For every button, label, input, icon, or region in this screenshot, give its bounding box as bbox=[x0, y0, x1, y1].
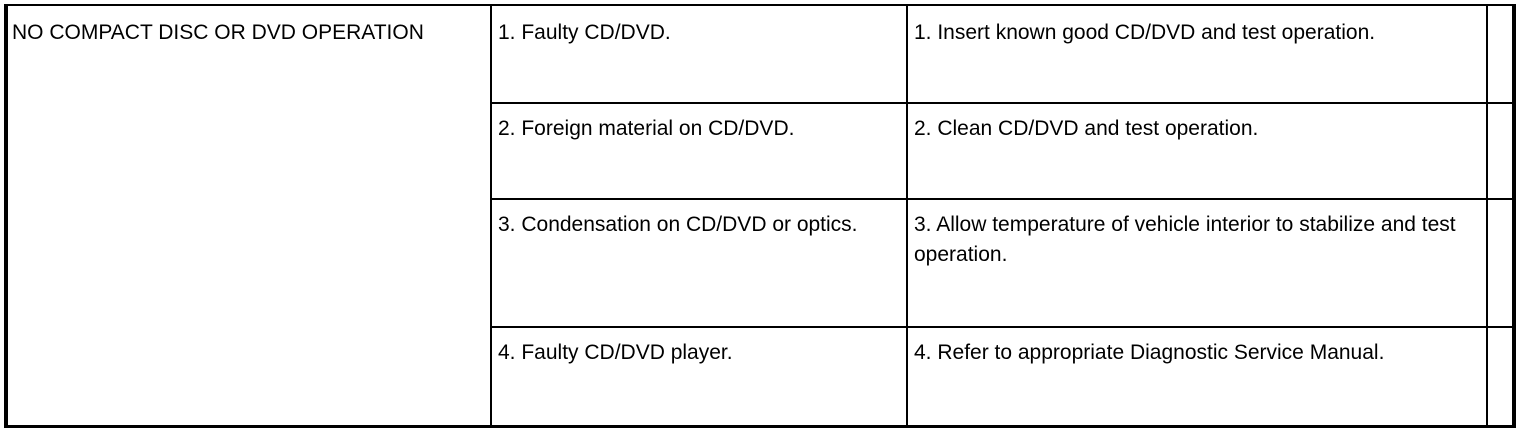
fix-cell-4: 4. Refer to appropriate Diagnostic Servi… bbox=[914, 341, 1385, 364]
cause-cell-2: 2. Foreign material on CD/DVD. bbox=[498, 117, 795, 140]
fix-cell-1: 1. Insert known good CD/DVD and test ope… bbox=[914, 21, 1376, 44]
column-divider-cause bbox=[906, 6, 908, 425]
row-divider-3 bbox=[490, 326, 1512, 328]
fix-cell-3: 3. Allow temperature of vehicle interior… bbox=[914, 213, 1456, 266]
row-divider-1 bbox=[490, 102, 1512, 104]
diagnostic-table: NO COMPACT DISC OR DVD OPERATION 1. Faul… bbox=[4, 4, 1516, 428]
row-divider-2 bbox=[490, 198, 1512, 200]
cause-cell-1: 1. Faulty CD/DVD. bbox=[498, 21, 671, 44]
column-divider-fix bbox=[1486, 6, 1488, 425]
fix-cell-2: 2. Clean CD/DVD and test operation. bbox=[914, 117, 1259, 140]
symptom-cell: NO COMPACT DISC OR DVD OPERATION bbox=[12, 21, 424, 44]
cause-cell-3: 3. Condensation on CD/DVD or optics. bbox=[498, 213, 858, 236]
cause-cell-4: 4. Faulty CD/DVD player. bbox=[498, 341, 733, 364]
column-divider-symptom bbox=[490, 6, 492, 425]
